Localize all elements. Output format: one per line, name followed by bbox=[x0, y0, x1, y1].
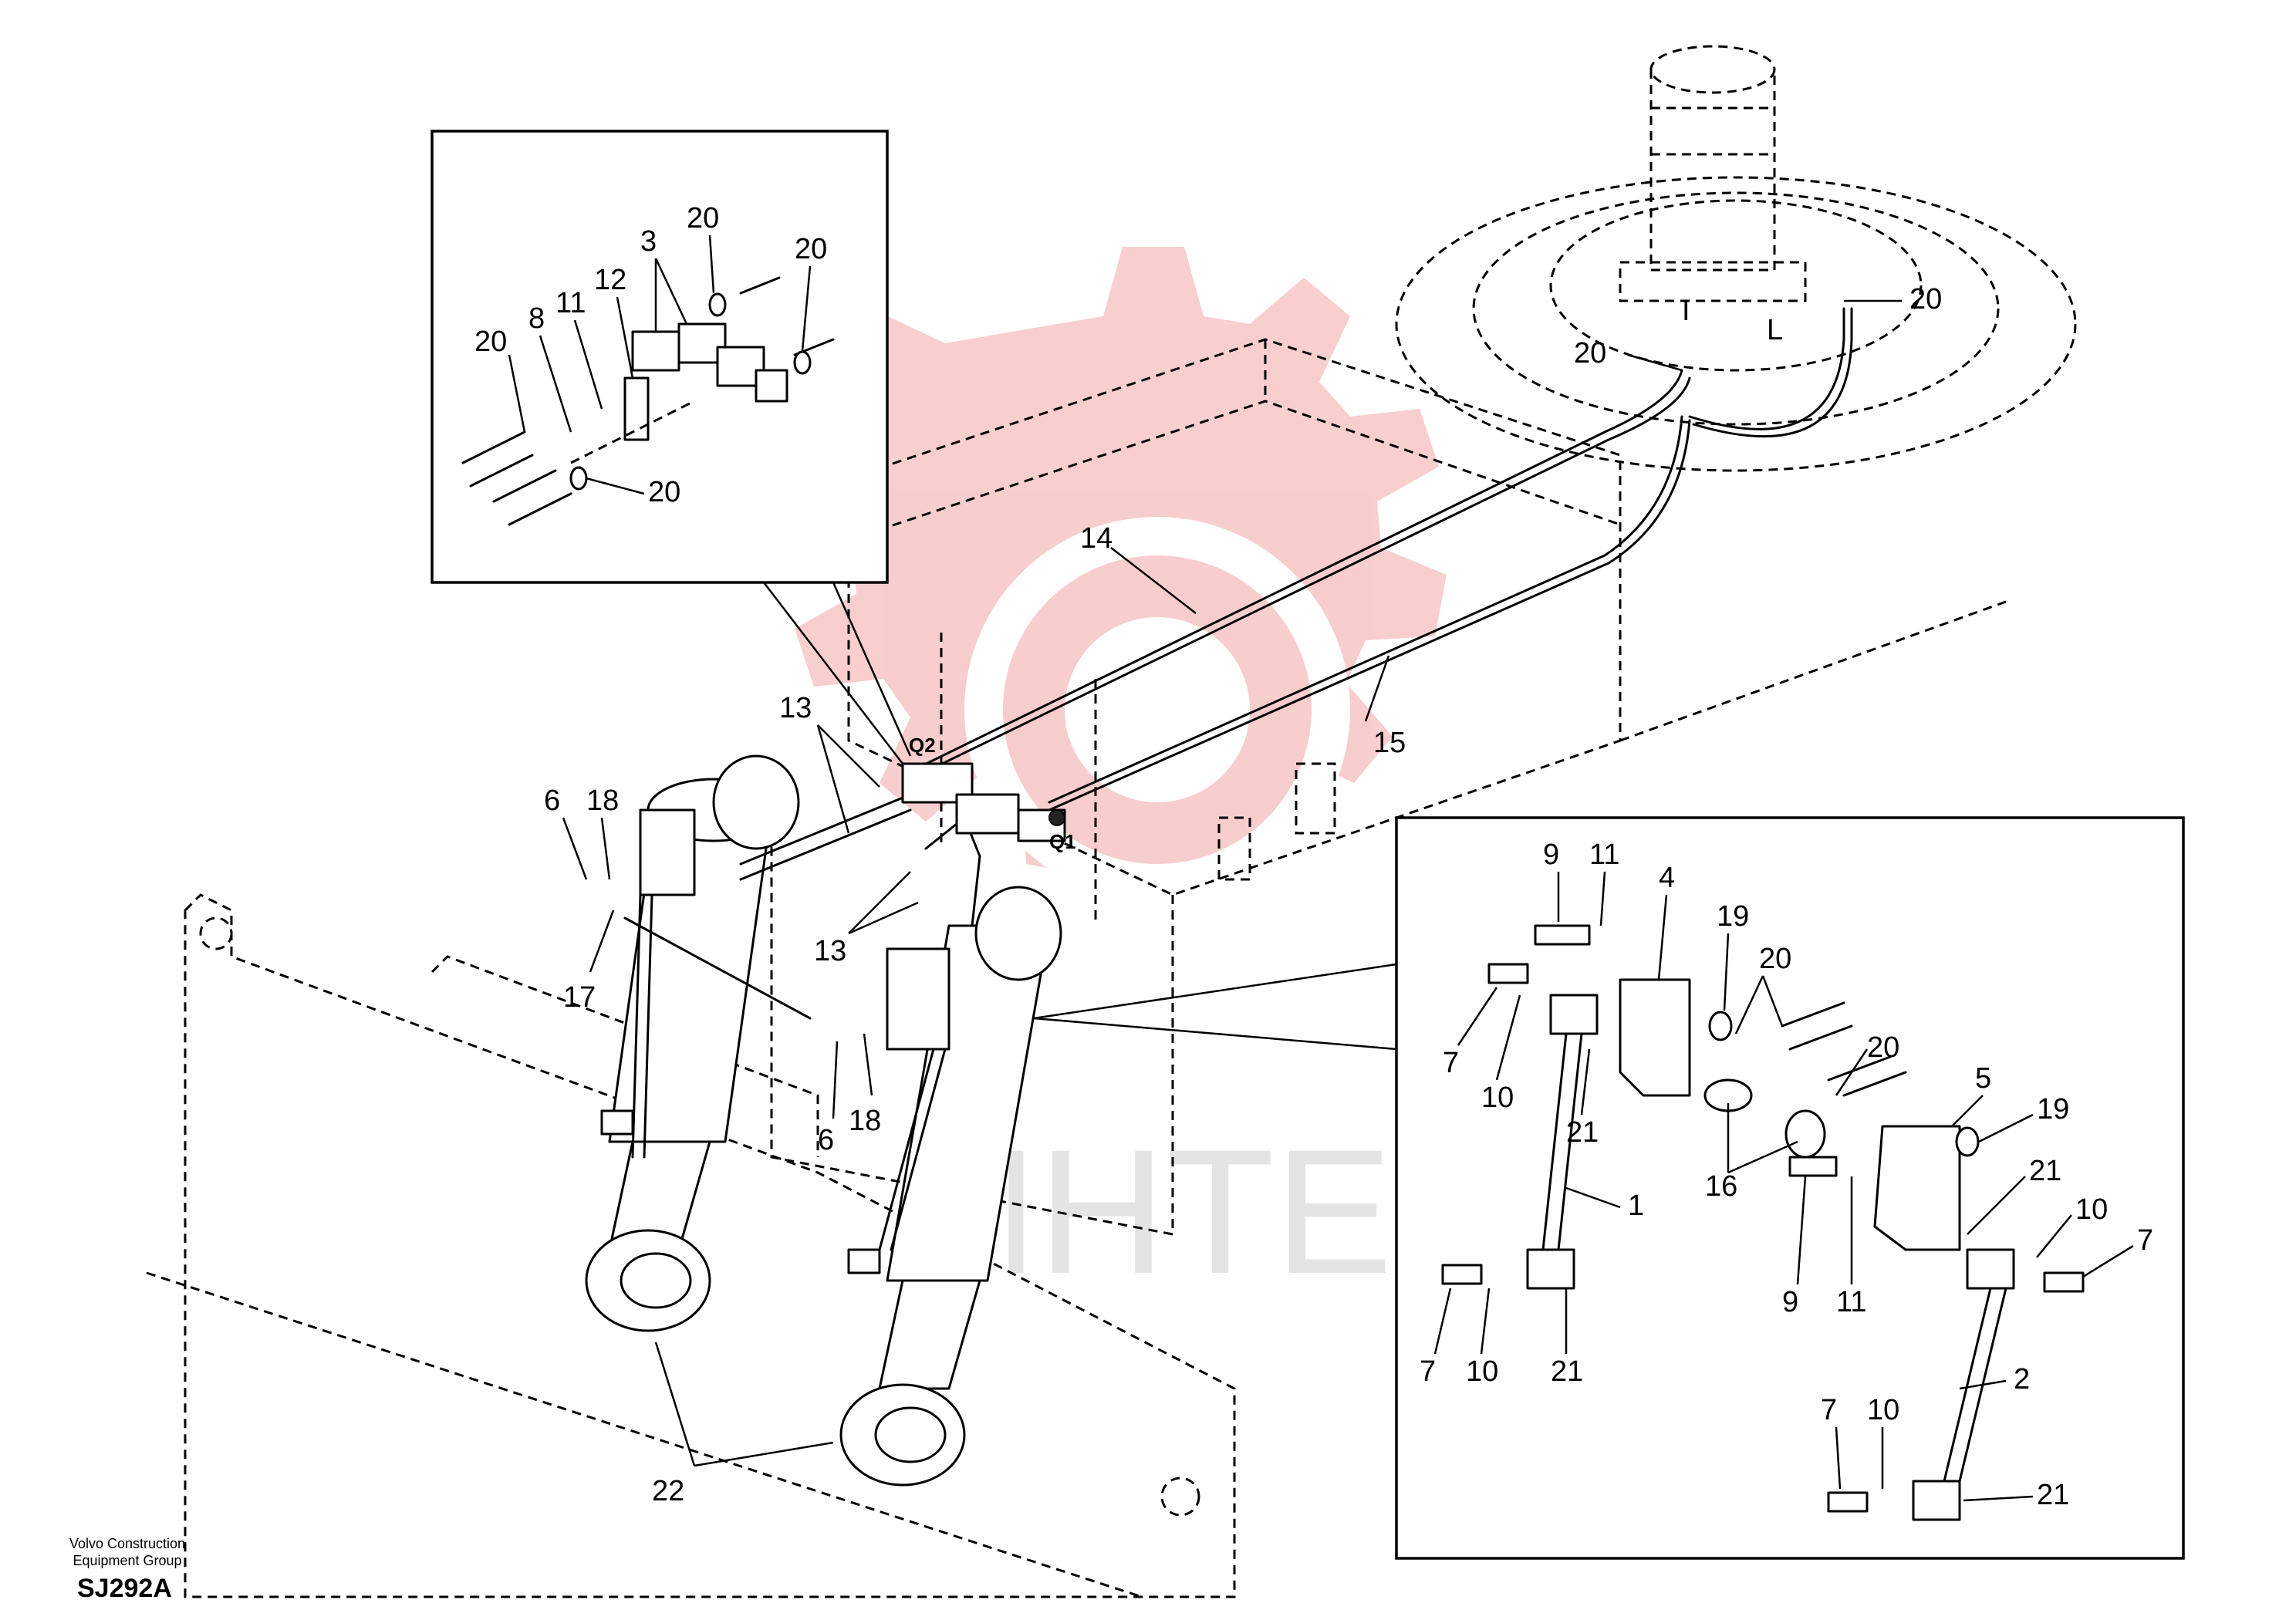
callout-inset-8: 8 bbox=[528, 302, 545, 335]
brand-line-2: Equipment Group bbox=[73, 1553, 182, 1568]
hose-to-motor bbox=[1688, 307, 1853, 438]
callout-13b: 13 bbox=[814, 935, 846, 967]
callout-inset-20-d: 20 bbox=[648, 476, 680, 508]
hose-14 bbox=[909, 369, 1691, 781]
cylinder-left bbox=[585, 754, 800, 1332]
inset-bottom-right-parts bbox=[1441, 924, 2085, 1521]
swing-ring bbox=[1395, 176, 2077, 472]
callout-r-2: 2 bbox=[2014, 1363, 2030, 1396]
port-label-q1: Q1 bbox=[1049, 830, 1076, 853]
callout-r-10c: 10 bbox=[1466, 1355, 1498, 1388]
callout-inset-20-c: 20 bbox=[795, 233, 827, 265]
callout-r-7d: 7 bbox=[1821, 1394, 1837, 1426]
callout-17: 17 bbox=[563, 981, 596, 1014]
main-callouts: 14 15 13 13 6 18 17 6 18 22 20 20 bbox=[544, 283, 1942, 1507]
callout-r-10d: 10 bbox=[1867, 1394, 1899, 1426]
callout-22: 22 bbox=[652, 1475, 684, 1507]
callout-r-20a: 20 bbox=[1759, 943, 1791, 975]
port-label-i: I bbox=[1682, 295, 1690, 327]
callout-13a: 13 bbox=[779, 692, 812, 724]
callout-r-9a: 9 bbox=[1543, 839, 1559, 871]
callout-inset-20-a: 20 bbox=[474, 326, 507, 358]
callout-r-11a: 11 bbox=[1589, 839, 1619, 871]
callout-6b: 6 bbox=[818, 1124, 834, 1156]
callout-r-1: 1 bbox=[1628, 1190, 1644, 1222]
callout-r-16: 16 bbox=[1705, 1170, 1737, 1203]
cylinder-right bbox=[839, 886, 1062, 1487]
callout-18a: 18 bbox=[586, 785, 619, 817]
callout-r-20b: 20 bbox=[1867, 1031, 1899, 1064]
callout-18b: 18 bbox=[849, 1105, 881, 1137]
cylinder-pipes bbox=[600, 793, 981, 1274]
callout-inset-3: 3 bbox=[640, 225, 657, 258]
footer: Volvo Construction Equipment Group SJ292… bbox=[31, 1535, 224, 1604]
callout-r-21b: 21 bbox=[2029, 1155, 2061, 1187]
inset-bottom-right-callouts: 9 11 4 19 20 7 10 21 20 5 19 16 1 21 10 … bbox=[1420, 839, 2153, 1511]
valve-block-main bbox=[901, 762, 1066, 842]
callout-r-7a: 7 bbox=[1443, 1047, 1459, 1079]
callout-r-21a: 21 bbox=[1566, 1116, 1599, 1149]
callout-inset-12: 12 bbox=[594, 264, 626, 296]
inset-bottom-right bbox=[1395, 816, 2185, 1560]
brand-line-1: Volvo Construction bbox=[69, 1536, 186, 1551]
callout-inset-20-b: 20 bbox=[687, 202, 719, 235]
callout-r-4: 4 bbox=[1659, 862, 1675, 894]
callout-15: 15 bbox=[1373, 727, 1406, 759]
callout-r-11b: 11 bbox=[1836, 1286, 1866, 1318]
port-label-l: L bbox=[1767, 314, 1783, 346]
callout-20-motor-right: 20 bbox=[1909, 283, 1942, 316]
callout-r-10b: 10 bbox=[2075, 1193, 2108, 1226]
callout-r-21c: 21 bbox=[1551, 1355, 1583, 1388]
swing-motor bbox=[1619, 45, 1807, 302]
inset-top-left-callouts: 20 3 20 20 8 11 12 20 bbox=[474, 202, 827, 508]
callout-14: 14 bbox=[1080, 522, 1113, 555]
callout-r-19a: 19 bbox=[1717, 900, 1749, 933]
callout-r-7b: 7 bbox=[2137, 1224, 2153, 1257]
callout-r-7c: 7 bbox=[1420, 1355, 1436, 1388]
callout-inset-11: 11 bbox=[555, 287, 586, 319]
callout-r-9b: 9 bbox=[1782, 1286, 1798, 1318]
callout-r-5: 5 bbox=[1975, 1062, 1991, 1095]
callout-6a: 6 bbox=[544, 785, 560, 817]
frame-outline bbox=[770, 338, 2007, 1236]
callout-r-19b: 19 bbox=[2037, 1093, 2069, 1126]
callout-r-21d: 21 bbox=[2037, 1479, 2069, 1511]
drawing-code: SJ292A bbox=[77, 1574, 172, 1603]
callout-20-motor-left: 20 bbox=[1574, 337, 1606, 370]
hose-15 bbox=[1048, 415, 1691, 812]
inset-top-left-parts bbox=[461, 276, 835, 526]
callout-r-10a: 10 bbox=[1481, 1082, 1514, 1114]
port-label-q2: Q2 bbox=[909, 734, 936, 757]
